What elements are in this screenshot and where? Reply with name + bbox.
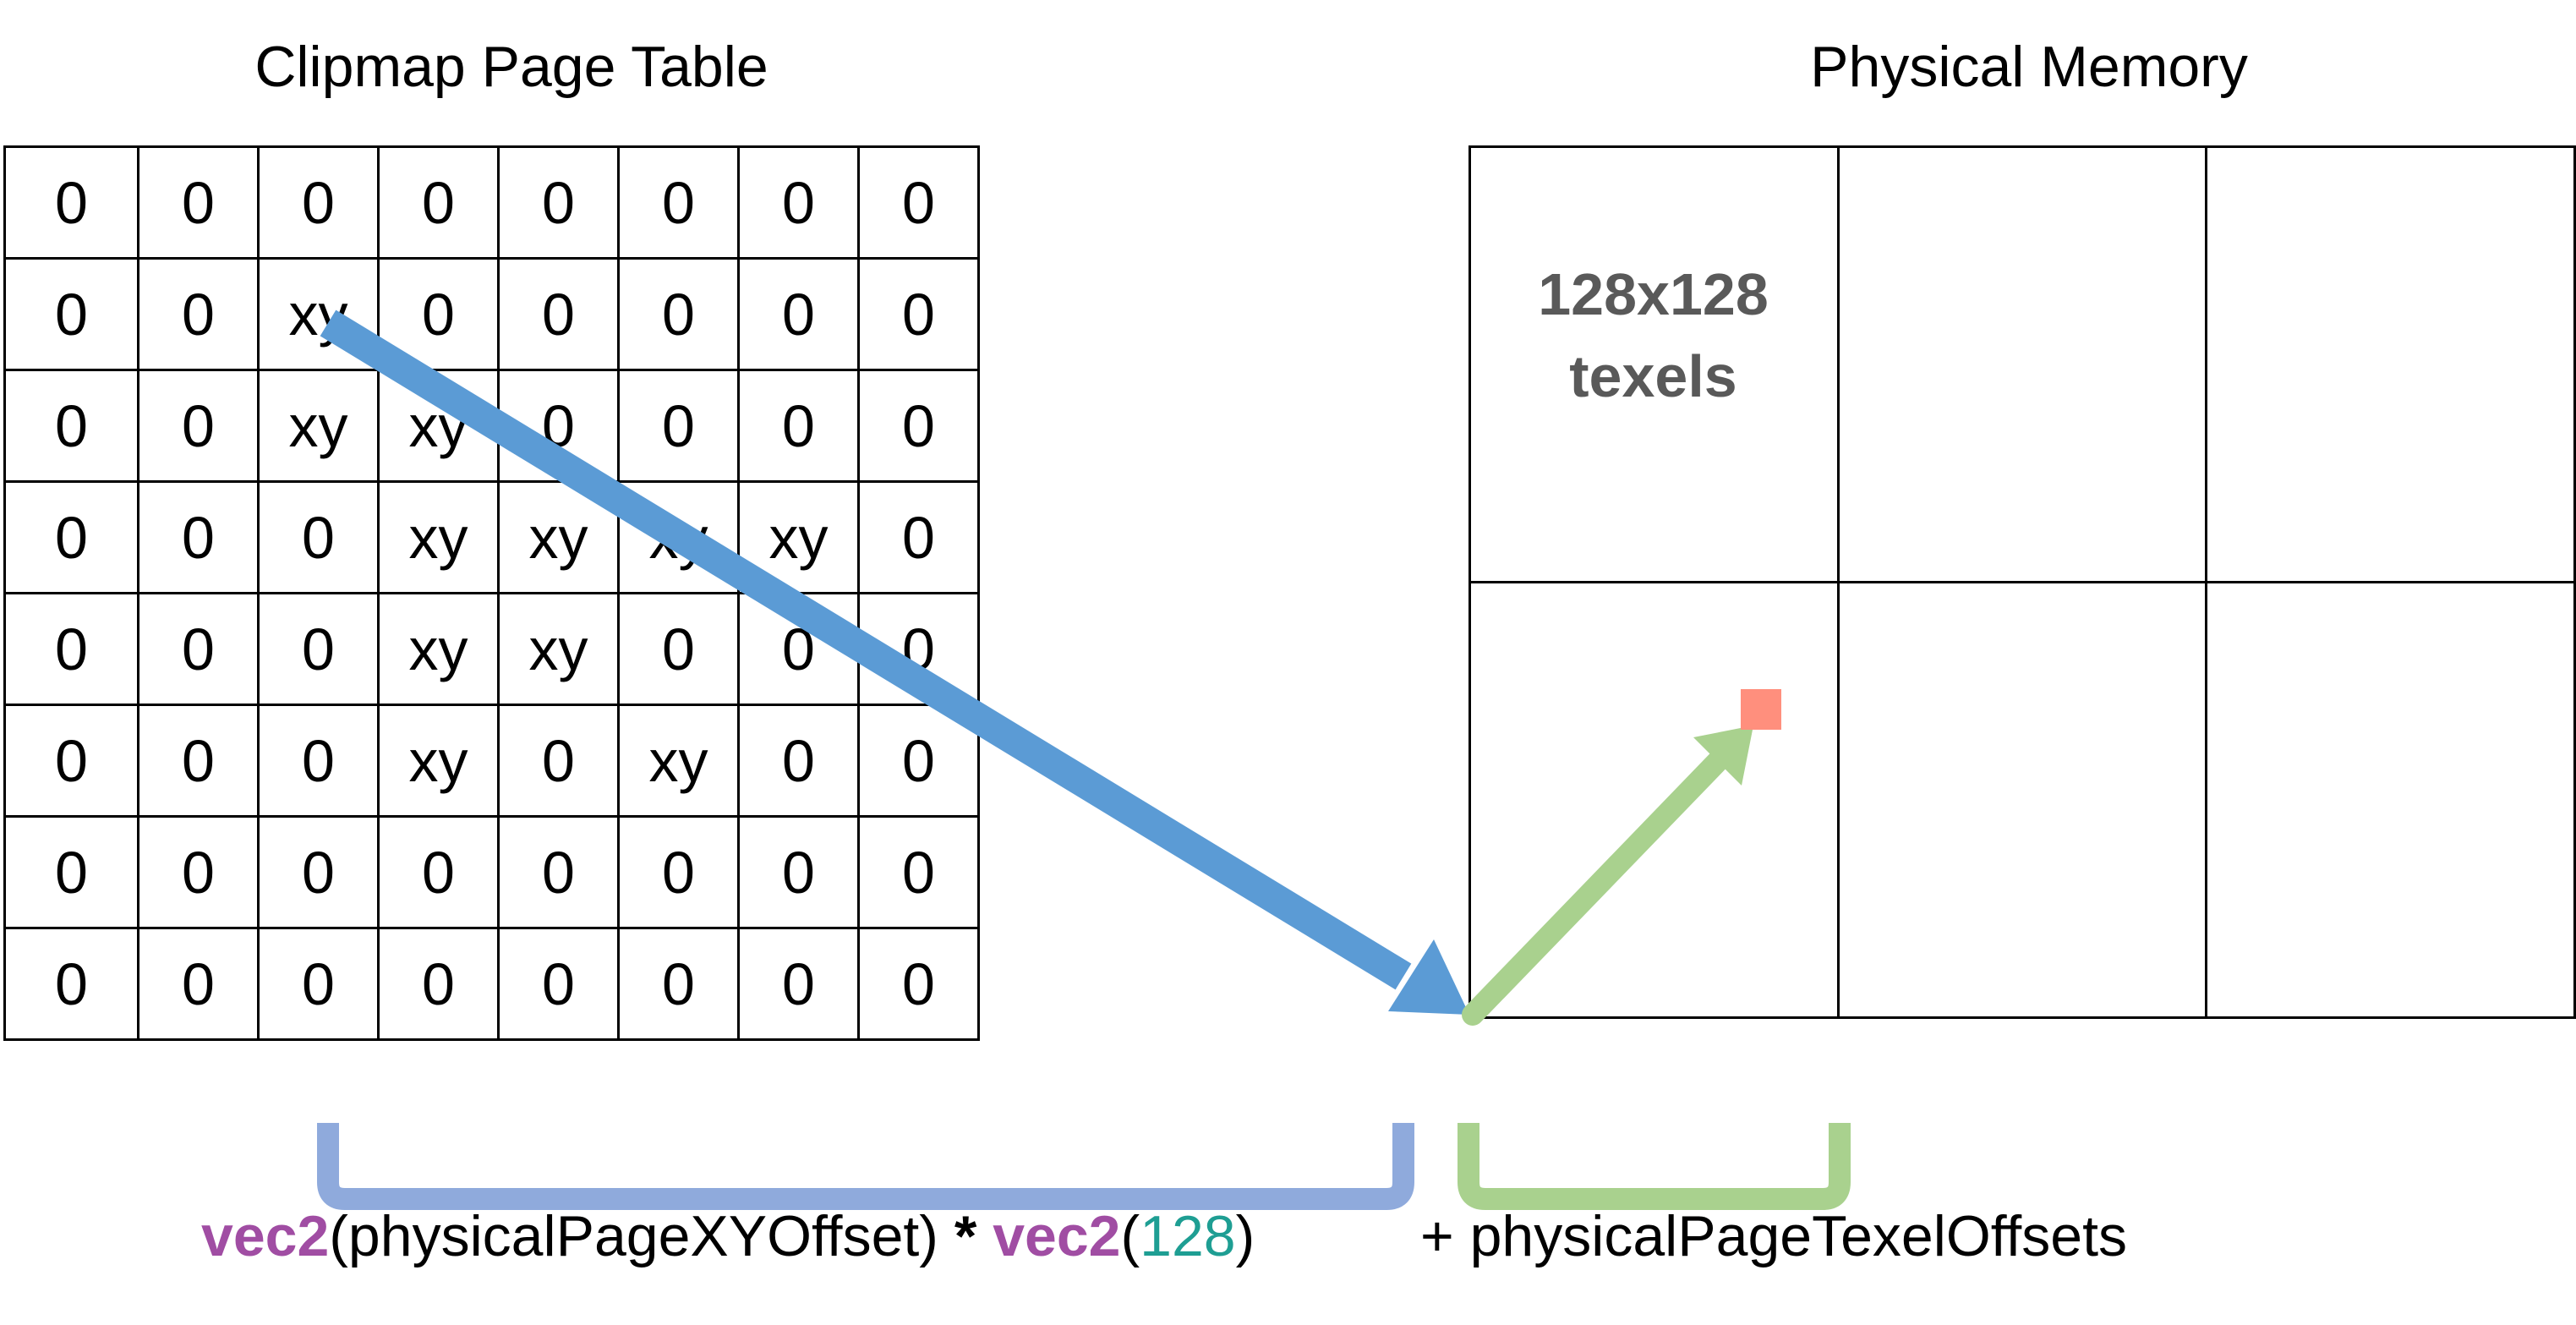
page-table-cell: 0 [617,369,740,483]
page-table-cell: 0 [3,704,139,818]
page-table-cell: 0 [857,145,980,260]
page-table-cell: 0 [617,145,740,260]
page-table-cell: 0 [497,257,620,371]
page-table-cell: 0 [3,592,139,706]
texel-offset-term: + physicalPageTexelOffsets [1420,1204,2127,1268]
page-table-cell: 0 [617,592,740,706]
page-table-cell: 0 [737,145,860,260]
page-table-cell: 0 [857,369,980,483]
memory-page [1836,581,2208,1019]
page-table-cell: 0 [737,815,860,929]
texel-marker [1741,689,1781,730]
page-table-cell: 0 [257,815,380,929]
page-table-cell: 0 [3,480,139,594]
blue-bracket [317,1123,1414,1210]
physical-memory-grid [1468,145,2576,1019]
page-table-cell: 0 [137,704,260,818]
page-table-cell: 0 [377,927,500,1041]
page-table-title: Clipmap Page Table [254,35,768,99]
page-table-cell: 0 [137,480,260,594]
page-table-cell: 0 [137,815,260,929]
memory-page [2205,581,2576,1019]
vec2-keyword: vec2 [201,1204,330,1268]
page-table-cell: 0 [377,815,500,929]
page-table-cell: xy [377,592,500,706]
page-table-cell: 0 [3,927,139,1041]
open-paren: ( [1120,1204,1140,1268]
page-table-cell: xy [377,480,500,594]
page-table-cell: 0 [737,704,860,818]
memory-row [1468,145,2576,583]
memory-page [1468,145,1840,583]
page-table-cell: 0 [497,927,620,1041]
page-table-cell: 0 [257,592,380,706]
physical-memory-title: Physical Memory [1810,35,2248,99]
page-table-cell: 0 [857,480,980,594]
page-table-cell: 0 [857,257,980,371]
clipmap-page-table: 0000000000xy0000000xyxy0000000xyxyxyxy00… [3,145,980,1041]
page-table-cell: 0 [737,927,860,1041]
page-table-cell: 0 [3,815,139,929]
page-size-literal: 128 [1140,1204,1236,1268]
page-table-cell: 0 [3,257,139,371]
page-size-line1: 128x128 [1538,261,1769,327]
page-table-cell: 0 [737,257,860,371]
page-table-cell: 0 [137,145,260,260]
blue-arrow-head [1388,939,1469,1015]
page-table-cell: 0 [3,145,139,260]
vec2-keyword: vec2 [993,1204,1121,1268]
page-table-cell: 0 [257,480,380,594]
page-table-cell: 0 [257,704,380,818]
page-table-cell: xy [497,592,620,706]
page-table-cell: 0 [857,815,980,929]
close-paren: ) [1235,1204,1255,1268]
page-table-cell: 0 [377,145,500,260]
page-size-label: 128x128 texels [1468,254,1838,417]
page-table-cell: 0 [137,927,260,1041]
page-size-line2: texels [1569,342,1737,409]
page-table-cell: 0 [257,927,380,1041]
page-table-cell: 0 [857,927,980,1041]
blue-arrow-shaft [320,309,1412,990]
address-formula: vec2(physicalPageXYOffset) * vec2(128) [201,1207,1255,1265]
page-table-cell: 0 [137,257,260,371]
page-table-cell: 0 [617,815,740,929]
page-table-cell: 0 [137,592,260,706]
memory-row [1468,581,2576,1019]
green-bracket [1458,1123,1851,1210]
page-table-cell: 0 [257,145,380,260]
page-table-cell: 0 [497,704,620,818]
memory-page [1836,145,2208,583]
page-table-cell: 0 [137,369,260,483]
memory-page [2205,145,2576,583]
green-arrow-head [1693,725,1753,786]
page-table-cell: 0 [617,927,740,1041]
page-table-cell: 0 [497,815,620,929]
page-table-cell: xy [377,704,500,818]
green-arrow-shaft [1462,748,1731,1026]
multiply-operator: * [954,1204,977,1268]
page-table-cell: 0 [737,369,860,483]
xy-offset-arg: (physicalPageXYOffset) [329,1204,954,1268]
page-table-cell: 0 [497,145,620,260]
page-table-cell: xy [257,369,380,483]
page-table-cell: 0 [617,257,740,371]
page-table-cell: 0 [3,369,139,483]
page-table-cell: xy [617,704,740,818]
